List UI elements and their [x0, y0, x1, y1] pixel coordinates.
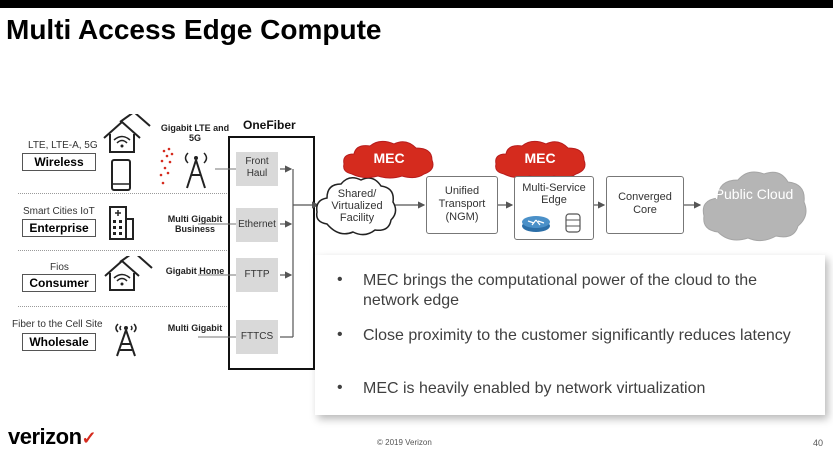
mec-label-2: MEC [524, 150, 556, 166]
speed-enterprise: Multi Gigabit Business [167, 214, 223, 234]
page-title: Multi Access Edge Compute [6, 14, 382, 45]
speed-wholesale: Multi Gigabit [167, 323, 223, 333]
cell-tower-icon [115, 323, 137, 357]
segment-separator [18, 306, 233, 307]
mec-cloud-1 [343, 140, 434, 179]
page-number: 40 [813, 438, 824, 448]
port-ethernet: Ethernet [236, 208, 278, 242]
unified-transport-box: Unified Transport (NGM) [426, 176, 498, 234]
multi-service-edge-box: Multi-Service Edge [514, 176, 594, 240]
segment-wireless-label: Wireless [22, 153, 96, 171]
bullet-text-3: MEC is heavily enabled by network virtua… [363, 380, 706, 397]
public-cloud-label: Public Cloud [714, 186, 794, 202]
bullet-dot: • [337, 326, 343, 343]
speed-consumer: Gigabit Home [165, 266, 225, 276]
segment-enterprise-subtitle: Smart Cities IoT [23, 206, 95, 217]
speed-wireless: Gigabit LTE and 5G [160, 123, 230, 143]
segment-wholesale-label: Wholesale [22, 333, 96, 351]
segment-separator [18, 193, 233, 194]
verizon-logo-text: verizon [8, 424, 82, 449]
bullet-text-2: Close proximity to the customer signific… [363, 327, 791, 344]
port-front-haul: Front Haul [236, 152, 278, 186]
segment-enterprise-label: Enterprise [22, 219, 96, 237]
bullet-text-1: MEC brings the computational power of th… [363, 272, 757, 309]
bullet-panel: • MEC brings the computational power of … [315, 255, 825, 415]
converged-core-box: Converged Core [606, 176, 684, 234]
verizon-logo: verizon✓ [8, 424, 97, 450]
shared-virtualized-cloud [315, 177, 397, 236]
house-wifi-and-phone-icon [103, 114, 151, 191]
multi-service-edge-label: Multi-Service Edge [522, 182, 586, 206]
onefiber-label: OneFiber [243, 118, 296, 132]
top-bar [0, 0, 833, 8]
port-fttcs: FTTCS [236, 320, 278, 354]
segment-consumer-subtitle: Fios [50, 262, 69, 273]
red-signal-tower-icon [159, 147, 208, 189]
segment-wholesale-subtitle: Fiber to the Cell Site [12, 319, 103, 330]
mec-label-1: MEC [373, 150, 405, 166]
bullet-dot: • [337, 379, 343, 396]
public-cloud [702, 171, 807, 242]
house-wifi-icon [104, 256, 153, 291]
shared-virtualized-label: Shared/ Virtualized Facility [331, 188, 383, 224]
copyright: © 2019 Verizon [377, 438, 432, 447]
office-building-icon [109, 206, 134, 240]
bullet-dot: • [337, 271, 343, 288]
checkmark-icon: ✓ [81, 428, 97, 448]
segment-separator [18, 250, 233, 251]
segment-consumer-label: Consumer [22, 274, 96, 292]
router-and-database-icons [522, 213, 581, 233]
port-fttp: FTTP [236, 258, 278, 292]
segment-wireless-subtitle: LTE, LTE-A, 5G [28, 140, 98, 151]
